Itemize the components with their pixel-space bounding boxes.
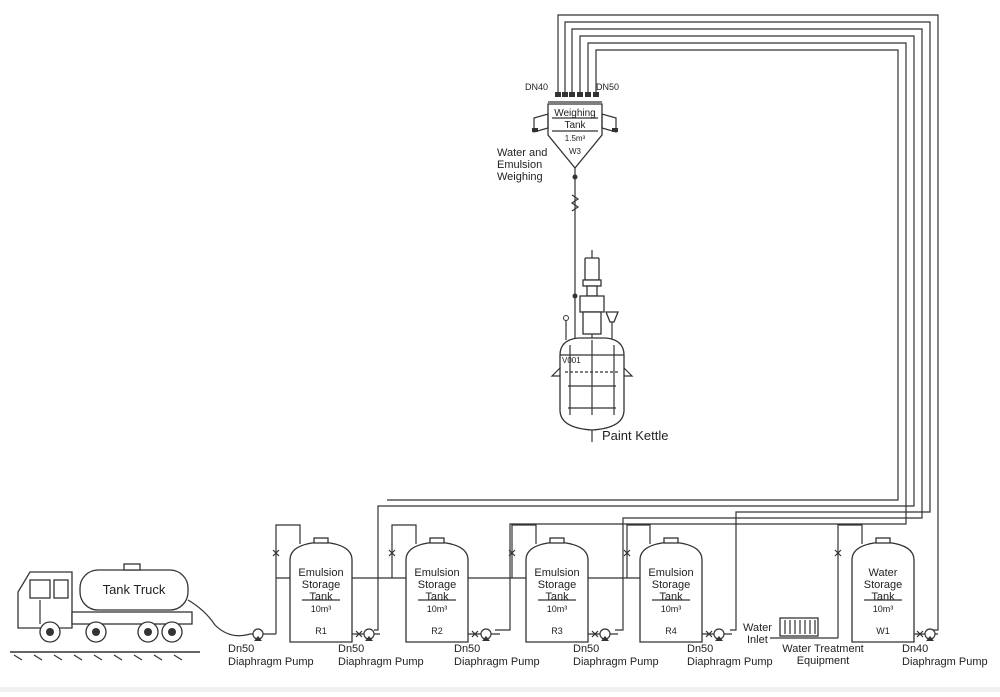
weighing-tank-tag: W3: [569, 147, 582, 156]
pump-5-type: Diaphragm Pump: [687, 656, 773, 668]
emulsion-storage-tank-r4: Emulsion Storage Tank 10m³ R4: [623, 524, 703, 643]
tank-truck: Tank Truck: [10, 563, 251, 661]
weighing-tank-title-2: Tank: [564, 120, 586, 131]
diaphragm-pump-3: Dn50 Diaphragm Pump: [454, 628, 540, 668]
pump-1-type: Diaphragm Pump: [228, 656, 314, 668]
tank-w1-line1: Water: [869, 567, 898, 579]
paint-kettle: V001 Paint Kettle: [550, 250, 669, 443]
agitator-motor: [584, 257, 600, 281]
tank-r1-line3: Tank: [309, 591, 333, 603]
kettle-tag: V001: [562, 356, 581, 365]
water-treatment-section: Water Inlet Water Treatment Equipment: [743, 617, 864, 667]
pump-4-type: Diaphragm Pump: [573, 656, 659, 668]
pump-2-type: Diaphragm Pump: [338, 656, 424, 668]
inlet-valves: [555, 92, 599, 97]
pump-3-type: Diaphragm Pump: [454, 656, 540, 668]
tank-r1-line1: Emulsion: [298, 567, 343, 579]
water-storage-tank-w1: Water Storage Tank 10m³ W1: [834, 524, 915, 643]
tank-r1-line2: Storage: [302, 579, 341, 591]
pump-4-size: Dn50: [573, 643, 599, 655]
tank-r2-line1: Emulsion: [414, 567, 459, 579]
weighing-side-label-2: Emulsion: [497, 159, 542, 171]
tank-r2-volume: 10m³: [427, 604, 448, 614]
tank-w1-line2: Storage: [864, 579, 903, 591]
kettle-feed-line: [570, 168, 580, 345]
tank-r3-line3: Tank: [545, 591, 569, 603]
emulsion-storage-tank-r2: Emulsion Storage Tank 10m³ R2: [388, 524, 469, 643]
water-treatment-label-1: Water Treatment: [782, 643, 864, 655]
tank-r3-volume: 10m³: [547, 604, 568, 614]
pump-3-size: Dn50: [454, 643, 480, 655]
footer-strip: [0, 687, 1000, 692]
tank-r3-tag: R3: [551, 626, 563, 636]
tank-r2-line3: Tank: [425, 591, 449, 603]
diaphragm-pump-1: Dn50 Diaphragm Pump: [228, 578, 314, 668]
tank-r4-tag: R4: [665, 626, 677, 636]
weighing-tank-title-1: Weighing: [554, 108, 596, 119]
tank-r4-line1: Emulsion: [648, 567, 693, 579]
dn50-port-label: DN50: [596, 82, 619, 92]
water-treatment-equipment: [779, 617, 819, 637]
diaphragm-pump-4: Dn50 Diaphragm Pump: [573, 628, 659, 668]
tank-r3-line1: Emulsion: [534, 567, 579, 579]
return-piping: [374, 14, 939, 631]
pump-6-type: Diaphragm Pump: [902, 656, 988, 668]
tank-r4-volume: 10m³: [661, 604, 682, 614]
pump-5-size: Dn50: [687, 643, 713, 655]
weighing-side-label-1: Water and: [497, 147, 547, 159]
pump-1-size: Dn50: [228, 643, 254, 655]
diaphragm-pump-6: Dn40 Diaphragm Pump: [902, 628, 988, 668]
tank-w1-tag: W1: [876, 626, 890, 636]
pumps: Dn50 Diaphragm Pump Dn50 Diaphragm Pump …: [228, 578, 988, 668]
emulsion-storage-tank-r1: Emulsion Storage Tank 10m³ R1: [272, 524, 353, 643]
tank-r1-tag: R1: [315, 626, 327, 636]
tank-truck-label: Tank Truck: [103, 582, 166, 597]
pump-6-size: Dn40: [902, 643, 928, 655]
dn40-port-label: DN40: [525, 82, 548, 92]
tank-r1-volume: 10m³: [311, 604, 332, 614]
storage-tanks: Emulsion Storage Tank 10m³ R1 Emulsion S…: [272, 524, 915, 643]
tank-r4-line2: Storage: [652, 579, 691, 591]
weighing-side-label-3: Weighing: [497, 171, 543, 183]
pump-2-size: Dn50: [338, 643, 364, 655]
tank-w1-line3: Tank: [871, 591, 895, 603]
water-inlet-label-2: Inlet: [747, 634, 768, 646]
water-treatment-label-2: Equipment: [797, 655, 850, 667]
weighing-tank-volume: 1.5m³: [565, 134, 586, 143]
tank-r4-line3: Tank: [659, 591, 683, 603]
diaphragm-pump-5: Dn50 Diaphragm Pump: [687, 628, 773, 668]
tank-r2-line2: Storage: [418, 579, 457, 591]
emulsion-storage-tank-r3: Emulsion Storage Tank 10m³ R3: [508, 524, 589, 643]
tank-r3-line2: Storage: [538, 579, 577, 591]
tank-r2-tag: R2: [431, 626, 443, 636]
weighing-tank: Weighing Tank 1.5m³ W3 DN40 DN50 Water a…: [497, 82, 619, 183]
tank-w1-volume: 10m³: [873, 604, 894, 614]
diaphragm-pump-2: Dn50 Diaphragm Pump: [338, 628, 424, 668]
paint-kettle-label: Paint Kettle: [602, 428, 669, 443]
water-inlet-label-1: Water: [743, 622, 772, 634]
